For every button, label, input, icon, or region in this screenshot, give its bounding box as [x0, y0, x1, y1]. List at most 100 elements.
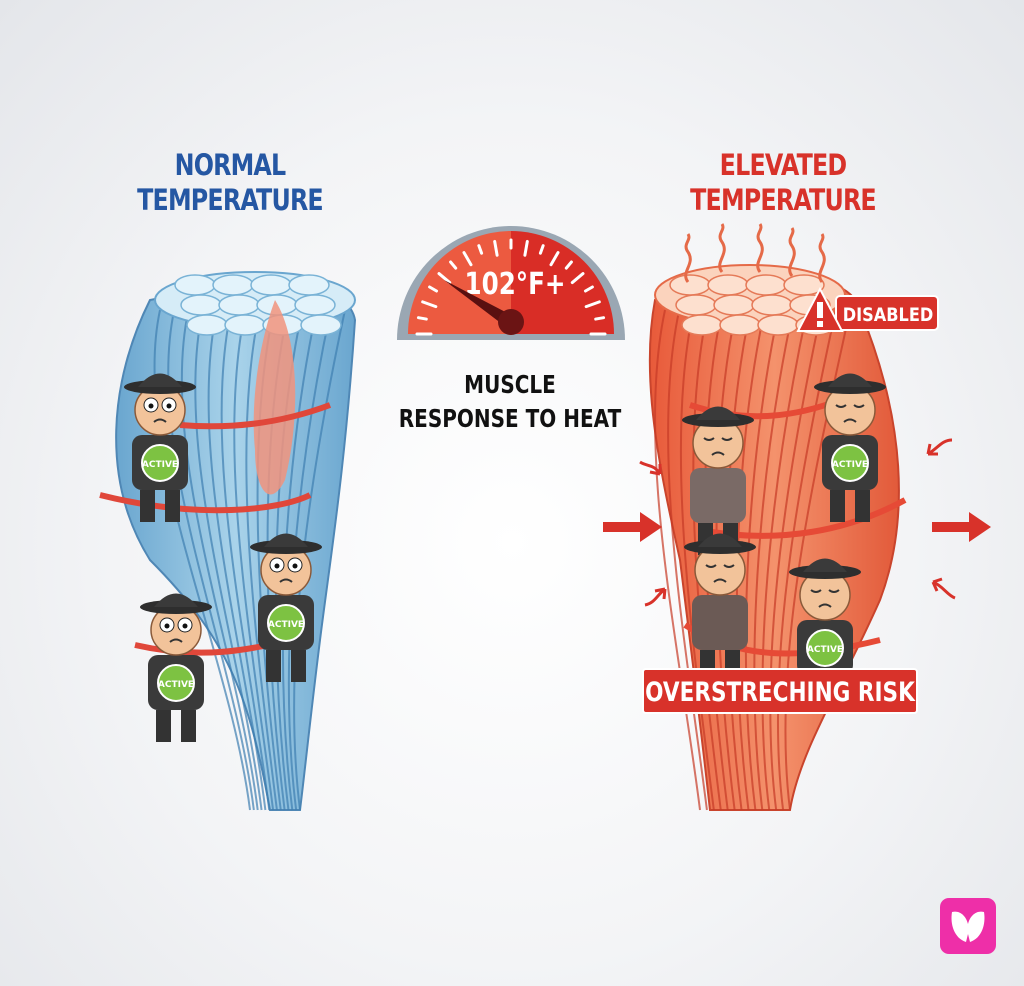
- muscle-fiber: [153, 309, 251, 811]
- fiber-bundle-end: [250, 274, 292, 296]
- fiber-bundle-end: [713, 294, 755, 316]
- active-badge: [267, 604, 305, 642]
- fiber-bundle-end: [186, 314, 228, 336]
- title-line: TEMPERATURE: [690, 183, 877, 217]
- gauge-tick: [416, 316, 428, 321]
- disabled-warning-badge: DISABLED: [796, 286, 939, 332]
- muscle-fiber: [679, 309, 715, 811]
- active-badge: [157, 664, 195, 702]
- gauge-needle: [444, 280, 513, 327]
- active-badge: [831, 444, 869, 482]
- muscle-fiber: [753, 309, 795, 811]
- fiber-bundle-end: [288, 274, 330, 296]
- muscle-fiber: [667, 309, 708, 811]
- muscle-fiber: [167, 309, 255, 811]
- curved-arrow-icon: [644, 587, 667, 607]
- normal-muscle: [99, 271, 357, 811]
- fiber-bundle-end: [745, 274, 787, 296]
- guard-character: ACTIVE: [140, 593, 212, 742]
- gauge-tick: [449, 260, 458, 270]
- gauge-tick: [584, 300, 601, 309]
- gauge-tick: [549, 251, 560, 267]
- gauge-tick: [493, 239, 499, 257]
- hat: [154, 593, 198, 607]
- risk-label: OVERSTRECHING RISK: [645, 676, 916, 708]
- fiber-bundle-end: [757, 314, 799, 336]
- active-badge-label: ACTIVE: [158, 680, 194, 690]
- normal-temperature-title: NORMAL TEMPERATURE: [115, 148, 345, 218]
- arrow-right-icon: [932, 512, 991, 542]
- brand-logo: [940, 898, 996, 954]
- arrow-right-icon: [603, 512, 662, 542]
- muscle-fiber: [220, 309, 271, 811]
- fiber-bundle-end: [751, 294, 793, 316]
- gauge-tick: [594, 316, 606, 321]
- muscle-fiber: [194, 309, 263, 811]
- title-line: TEMPERATURE: [137, 183, 324, 217]
- muscle-fiber: [245, 309, 278, 811]
- gauge-tick: [583, 285, 594, 293]
- fiber-bundle-end: [300, 314, 342, 336]
- guard-character: ACTIVE: [250, 533, 322, 682]
- guard-character: ACTIVE: [789, 558, 861, 707]
- muscle-fiber: [692, 309, 722, 811]
- muscle-fiber: [207, 309, 267, 811]
- gauge-caption: MUSCLE RESPONSE TO HEAT: [398, 368, 622, 436]
- temperature-gauge: 102°F+: [397, 226, 625, 340]
- gauge-tick: [564, 260, 573, 270]
- hat: [138, 373, 182, 387]
- active-badge: [806, 629, 844, 667]
- hat: [696, 406, 740, 420]
- muscle-fiber: [769, 309, 823, 811]
- fiber-bundle-end: [681, 314, 723, 336]
- caption-line: MUSCLE: [464, 370, 556, 399]
- fiber-bundle-end: [719, 314, 761, 336]
- pressure-arrows: [603, 438, 991, 607]
- hat: [264, 533, 308, 547]
- fiber-bundle-end: [224, 314, 266, 336]
- muscle-fiber: [744, 309, 780, 811]
- active-badge-label: ACTIVE: [142, 460, 178, 470]
- muscle-fiber: [776, 309, 837, 811]
- fiber-bundle-end: [212, 274, 254, 296]
- active-badge: [141, 444, 179, 482]
- curved-arrow-icon: [931, 577, 956, 600]
- guard-character: [682, 406, 754, 555]
- active-badge-label: ACTIVE: [832, 460, 868, 470]
- fiber-bundle-end: [180, 294, 222, 316]
- fiber-bundle-end: [174, 274, 216, 296]
- butterfly-logo-icon: [951, 911, 985, 942]
- gauge-tick: [428, 285, 439, 293]
- overstretching-risk-banner: OVERSTRECHING RISK: [642, 668, 918, 714]
- curved-arrow-icon: [926, 438, 953, 456]
- gauge-tick: [538, 244, 545, 255]
- muscle-fiber: [654, 309, 701, 811]
- elevated-temperature-title: ELEVATED TEMPERATURE: [668, 148, 898, 218]
- gauge-tick: [570, 272, 585, 285]
- fiber-bundle-end: [294, 294, 336, 316]
- curved-arrow-icon: [639, 460, 662, 476]
- hat: [698, 533, 742, 547]
- muscle-fiber: [784, 309, 851, 811]
- muscle-fiber: [761, 309, 809, 811]
- gauge-tick: [462, 251, 473, 267]
- disabled-label: DISABLED: [843, 305, 934, 327]
- fiber-bundle-end: [218, 294, 260, 316]
- guard-character: ACTIVE: [124, 373, 196, 522]
- guard-character: ACTIVE: [814, 373, 886, 522]
- title-line: NORMAL: [174, 148, 287, 182]
- muscle-fiber: [233, 309, 275, 811]
- gauge-tick: [523, 239, 529, 257]
- fiber-bundle-end: [669, 274, 711, 296]
- muscle-fiber: [180, 309, 259, 811]
- caption-line: RESPONSE TO HEAT: [398, 404, 622, 433]
- fiber-bundle-end: [675, 294, 717, 316]
- hat: [803, 558, 847, 572]
- gauge-reading: 102°F+: [464, 268, 565, 302]
- hat: [828, 373, 872, 387]
- active-badge-label: ACTIVE: [268, 620, 304, 630]
- gauge-tick: [421, 300, 438, 309]
- gauge-tick: [477, 244, 484, 255]
- gauge-tick: [437, 272, 452, 285]
